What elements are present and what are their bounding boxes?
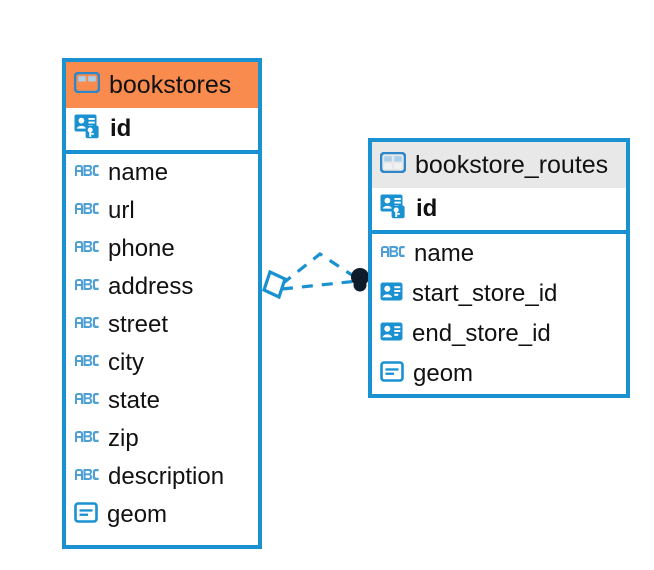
entity-title: bookstores <box>109 70 232 99</box>
field-row-url[interactable]: url <box>66 192 258 230</box>
field-label: id <box>416 195 438 222</box>
field-row-name[interactable]: name <box>372 234 626 274</box>
entity-title: bookstore_routes <box>415 150 609 179</box>
field-label: url <box>108 197 135 224</box>
text-abc-icon <box>74 278 99 296</box>
entity-bookstore-routes[interactable]: bookstore_routes id <box>368 138 630 398</box>
field-label: address <box>108 273 194 300</box>
text-abc-icon <box>74 164 99 182</box>
foreign-key-icon <box>380 282 403 306</box>
diamond-marker <box>262 269 287 300</box>
text-abc-icon <box>74 316 99 334</box>
field-label: start_store_id <box>412 280 558 307</box>
field-row-start-store-id[interactable]: start_store_id <box>372 274 626 314</box>
field-label: phone <box>108 235 175 262</box>
field-row-street[interactable]: street <box>66 306 258 344</box>
field-label: state <box>108 387 161 414</box>
foreign-key-icon <box>380 322 403 346</box>
table-icon <box>379 151 407 178</box>
field-label: id <box>110 115 132 142</box>
field-label: description <box>108 463 225 490</box>
field-row-name[interactable]: name <box>66 154 258 192</box>
text-abc-icon <box>74 240 99 258</box>
field-row-zip[interactable]: zip <box>66 420 258 458</box>
field-row-city[interactable]: city <box>66 344 258 382</box>
field-label: end_store_id <box>412 320 551 347</box>
entity-header-bookstore-routes[interactable]: bookstore_routes <box>372 142 626 188</box>
geometry-icon <box>380 361 404 387</box>
field-row-description[interactable]: description <box>66 458 258 496</box>
field-row-address[interactable]: address <box>66 268 258 306</box>
primary-key-icon <box>74 114 101 144</box>
field-label: name <box>414 240 475 267</box>
field-row-state[interactable]: state <box>66 382 258 420</box>
entity-header-bookstores[interactable]: bookstores <box>66 62 258 108</box>
entity-bookstores[interactable]: bookstores id <box>62 58 262 549</box>
field-label: street <box>108 311 169 338</box>
field-row-end-store-id[interactable]: end_store_id <box>372 314 626 354</box>
text-abc-icon <box>74 468 99 486</box>
text-abc-icon <box>74 430 99 448</box>
geometry-icon <box>74 502 98 528</box>
primary-key-icon <box>380 194 407 224</box>
filled-circle-marker <box>351 268 369 292</box>
field-label: zip <box>108 425 139 452</box>
relationship-line-lower <box>281 279 359 291</box>
field-row-phone[interactable]: phone <box>66 230 258 268</box>
text-abc-icon <box>380 245 405 263</box>
field-row-geom[interactable]: geom <box>372 354 626 394</box>
field-row-geom[interactable]: geom <box>66 496 258 534</box>
field-label: geom <box>107 501 168 528</box>
field-label: city <box>108 349 144 376</box>
relationship-line-upper <box>281 252 359 286</box>
text-abc-icon <box>74 354 99 372</box>
field-label: name <box>108 159 169 186</box>
field-label: geom <box>413 360 474 387</box>
field-row-primary-key[interactable]: id <box>66 108 258 154</box>
field-row-primary-key[interactable]: id <box>372 188 626 234</box>
table-icon <box>73 71 101 98</box>
text-abc-icon <box>74 202 99 220</box>
text-abc-icon <box>74 392 99 410</box>
